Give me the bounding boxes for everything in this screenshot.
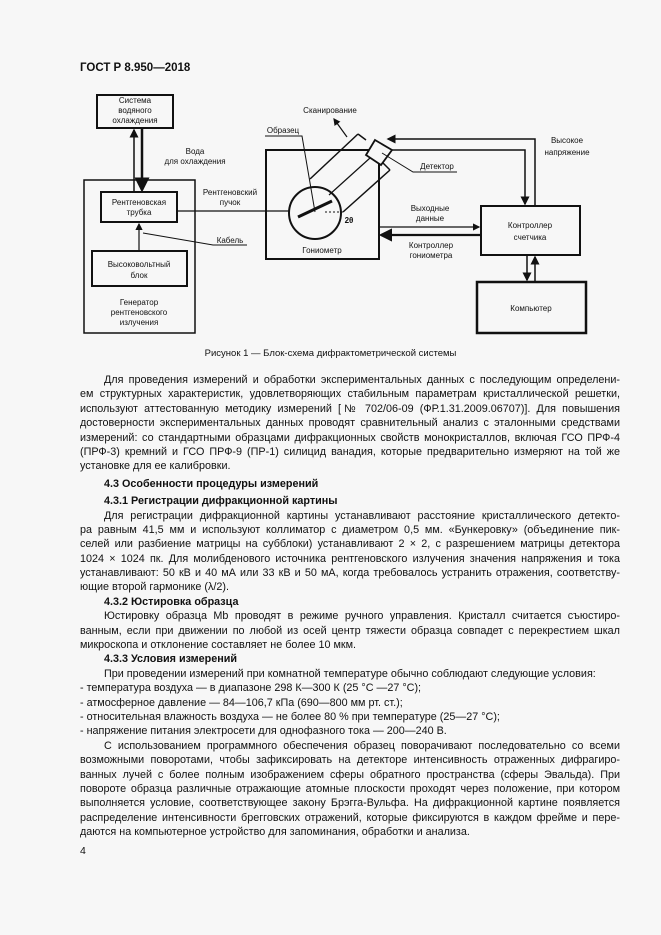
section-heading: 4.3 Особенности процедуры измерений <box>104 477 319 490</box>
label-cooling-system-3: охлаждения <box>112 116 157 125</box>
text-line: ванных лучей с более полным изображением… <box>80 768 620 781</box>
list-item: - атмосферное давление — 84—106,7 кПа (6… <box>80 696 403 709</box>
paragraph: При проведении измерений при комнатной т… <box>80 667 620 681</box>
text-line: микроскопа и отклонение составляет не бо… <box>80 639 357 652</box>
label-computer: Компьютер <box>510 304 552 313</box>
paragraph: Для регистрации дифракционной картины ус… <box>80 509 620 595</box>
label-hv-block-1: Высоковольтный <box>108 260 171 269</box>
figure-caption: Рисунок 1 — Блок-схема дифрактометрическ… <box>204 348 457 359</box>
text-line: селей или разбиение матрицы на субблоки)… <box>80 538 620 551</box>
document-header: ГОСТ Р 8.950—2018 <box>80 62 191 74</box>
label-counter-controller-2: счетчика <box>514 233 547 242</box>
detector-leader <box>381 152 457 173</box>
text-line: 1024 × 1024 пк. Для молибденового источн… <box>80 552 620 565</box>
label-high-voltage-1: Высокое <box>551 136 584 145</box>
document-body: Для проведения измерений и обработки экс… <box>80 373 620 840</box>
detector-icon <box>364 138 394 167</box>
detector-arm-line <box>309 133 359 180</box>
list-item: - температура воздуха — в диапазоне 298 … <box>80 682 422 695</box>
condition-list: - температура воздуха — в диапазоне 298 … <box>80 681 620 739</box>
paragraph: Юстировку образца Mb проводят в режиме р… <box>80 609 620 652</box>
text-line: Для регистрации дифракционной картины ус… <box>104 509 620 522</box>
computer-box <box>475 280 588 335</box>
sample-leader <box>265 135 316 213</box>
detector-arm-line <box>357 133 367 141</box>
section-heading: 4.3.2 Юстировка образца <box>104 595 239 608</box>
label-generator-2: рентгеновского <box>111 308 168 317</box>
label-two-theta: 2θ <box>345 216 354 225</box>
label-output-data-2: данные <box>416 214 445 223</box>
section-heading: 4.3.1 Регистрации дифракционной картины <box>104 495 338 508</box>
xray-tube-box <box>100 191 178 223</box>
detector-arm-line <box>328 157 371 196</box>
text-line: повороте образца различные отражающие ат… <box>80 782 620 795</box>
label-hv-block-2: блок <box>131 271 148 280</box>
text-line: используют аттестованную методику измере… <box>80 402 620 415</box>
label-scanning: Сканирование <box>303 106 357 115</box>
text-line: Юстировку образца Mb проводят в режиме р… <box>104 610 620 623</box>
counter-controller-box <box>480 205 581 256</box>
text-line: Для проведения измерений и обработки экс… <box>104 374 620 386</box>
detector-arm-line <box>342 169 391 213</box>
scanning-arrow <box>333 118 348 138</box>
label-goniometer-controller-1: Контроллер <box>409 241 454 250</box>
label-cooling-water-2: для охлаждения <box>164 157 225 166</box>
text-line: При проведении измерений при комнатной т… <box>104 667 596 680</box>
list-item: - напряжение питания электросети для одн… <box>80 725 447 738</box>
label-goniometer: Гониометр <box>302 246 342 255</box>
arrow-detector-signal <box>392 149 530 206</box>
page-number: 4 <box>80 845 86 857</box>
block-diagram: Система водяного охлаждения Вода для охл… <box>83 94 590 335</box>
label-cable: Кабель <box>217 236 244 245</box>
label-xray-tube-2: трубка <box>127 208 152 217</box>
text-line: ра равным 41,5 мм и используют коллимато… <box>80 523 620 536</box>
label-xray-beam-1: Рентгеновский <box>203 188 257 197</box>
label-cooling-system-2: водяного <box>118 106 152 115</box>
section-heading: 4.3.3 Условия измерений <box>104 653 238 666</box>
label-output-data-1: Выходные <box>411 204 450 213</box>
goniometer-circle <box>288 186 342 240</box>
text-line: распределение интенсивности брегговских … <box>80 811 620 824</box>
text-line: установке для ее калибровки. <box>80 460 231 473</box>
label-high-voltage-2: напряжение <box>544 148 590 157</box>
label-generator-1: Генератор <box>120 298 159 307</box>
arrow-high-voltage <box>386 134 536 206</box>
paragraph: Для проведения измерений и обработки экс… <box>80 373 620 474</box>
text-line: даются на компьютерное устройство для за… <box>80 826 470 839</box>
text-line: выполняется условие, соответствующее зак… <box>80 797 620 810</box>
cooling-system-box <box>96 94 174 129</box>
label-cooling-system-1: Система <box>119 96 152 105</box>
text-line: С использованием программного обеспечени… <box>104 739 620 752</box>
detector-arm-line <box>382 162 391 171</box>
cable-leader <box>142 232 247 246</box>
sample-icon <box>297 199 333 219</box>
paragraph: С использованием программного обеспечени… <box>80 739 620 840</box>
text-line: ющие второй гармонике (λ/2). <box>80 581 229 594</box>
label-detector: Детектор <box>420 162 454 171</box>
goniometer-box <box>265 149 380 260</box>
list-item: - относительная влажность воздуха — не б… <box>80 710 500 723</box>
text-line: возможными поворотами, чтобы зафиксирова… <box>80 754 620 767</box>
label-cooling-water-1: Вода <box>186 147 205 156</box>
text-line: ванным, если при движении по любой из ос… <box>80 624 620 637</box>
label-counter-controller-1: Контроллер <box>508 221 553 230</box>
text-line: ем структурных характеристик, удовлетвор… <box>80 388 620 401</box>
text-line: достоверности экспериментальных данных п… <box>80 417 620 430</box>
label-xray-tube-1: Рентгеновская <box>112 198 166 207</box>
text-line: измерений: со стандартными образцами диф… <box>80 431 620 444</box>
label-generator-3: излучения <box>120 318 159 327</box>
label-sample: Образец <box>267 126 300 135</box>
label-xray-beam-2: пучок <box>220 198 241 207</box>
label-goniometer-controller-2: гониометра <box>410 251 453 260</box>
text-line: устанавливают: 50 кВ и 40 мА или 33 кВ и… <box>80 567 620 580</box>
text-line: (ПРФ-3) кремний и ГСО ПРФ-9 (ПР-1) силиц… <box>80 445 620 458</box>
